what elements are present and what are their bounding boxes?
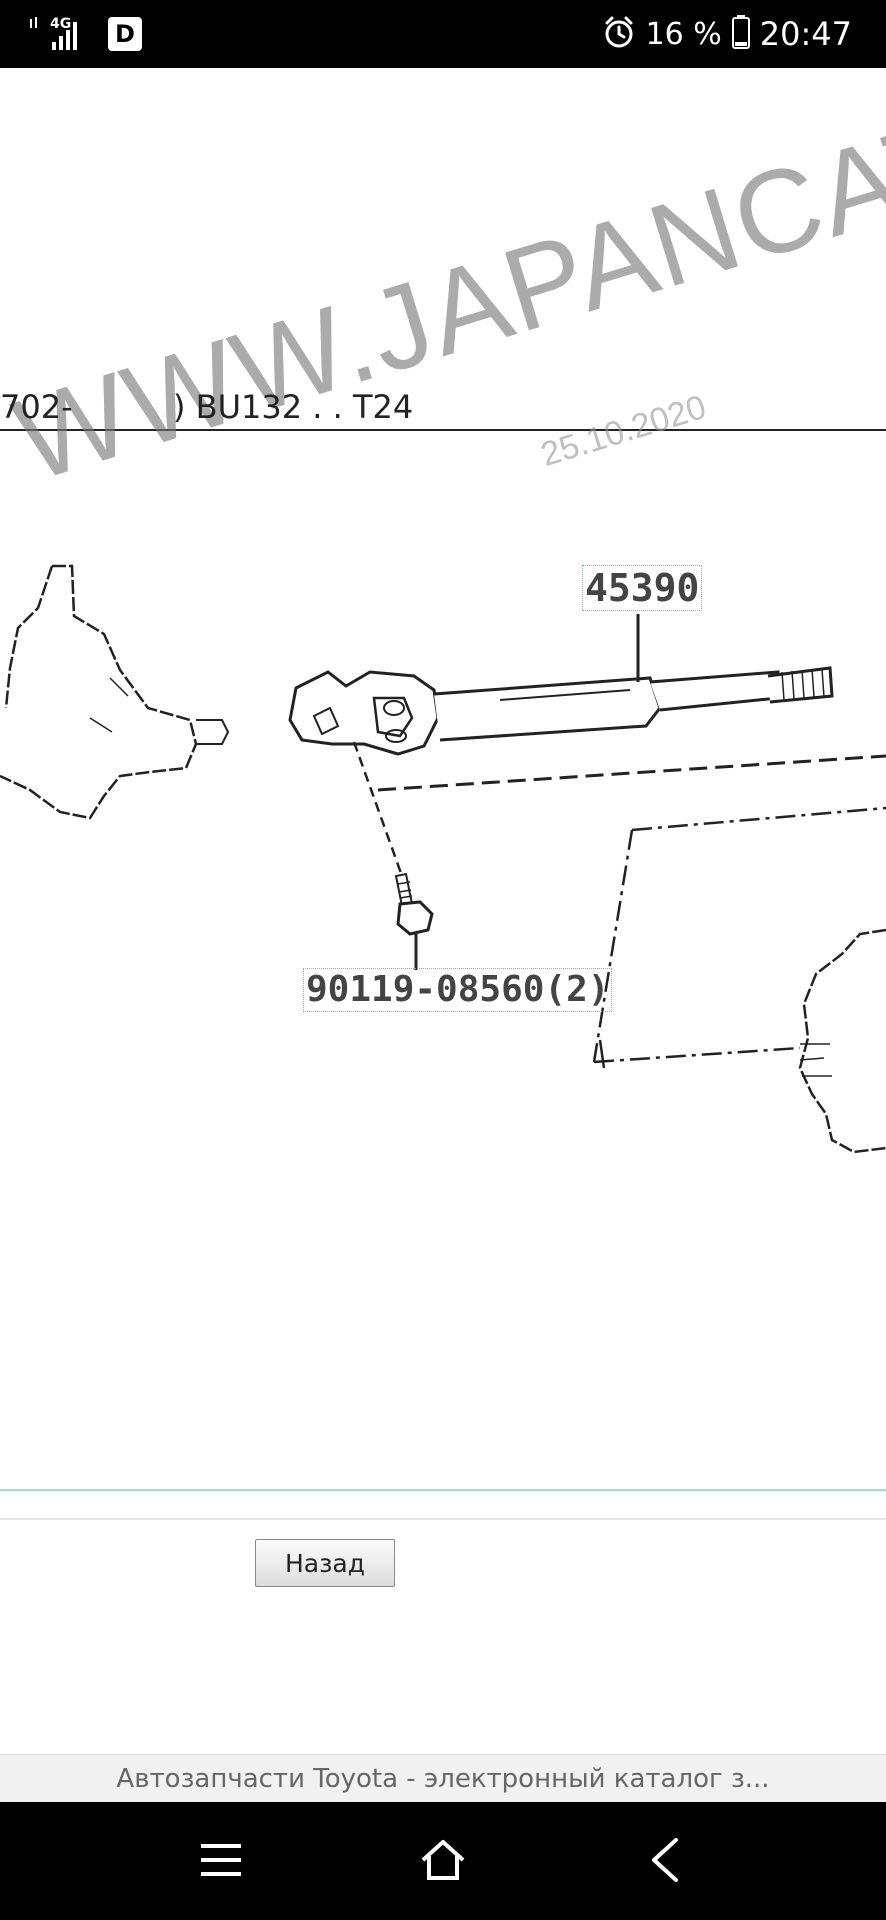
- back-arrow-icon: [646, 1836, 682, 1889]
- menu-icon: [199, 1840, 243, 1885]
- signal-icon: 4G: [30, 14, 88, 54]
- diagram-header: 702- ) BU132 . . T24: [0, 388, 413, 426]
- home-button[interactable]: [413, 1832, 473, 1892]
- page-title-bar[interactable]: Автозапчасти Toyota - электронный катало…: [0, 1754, 886, 1802]
- network-type: 4G: [50, 16, 72, 32]
- battery-percent: 16 %: [645, 16, 722, 52]
- part-callout-45390[interactable]: 45390: [582, 565, 703, 611]
- parts-diagram: WWW.JAPANCAT 25.10.2020 702- ) BU132 . .…: [0, 68, 886, 1468]
- header-code-left: 702-: [0, 388, 73, 426]
- divider-blue: [0, 1489, 886, 1491]
- divider-gray: [0, 1518, 886, 1520]
- battery-icon: [731, 14, 750, 54]
- nav-back-button[interactable]: [634, 1832, 694, 1892]
- page-title: Автозапчасти Toyota - электронный катало…: [116, 1763, 770, 1794]
- status-left: 4G D: [30, 12, 142, 56]
- navigation-bar: [0, 1802, 886, 1920]
- part-callout-bolt[interactable]: 90119-08560(2): [303, 968, 613, 1012]
- back-button[interactable]: Назад: [255, 1539, 395, 1587]
- status-right: 16 % 20:47: [602, 10, 852, 58]
- alarm-icon: [602, 15, 636, 54]
- clock: 20:47: [759, 15, 852, 53]
- diagram-drawing: [0, 429, 886, 1154]
- home-icon: [419, 1838, 467, 1887]
- sim-badge: D: [108, 17, 142, 51]
- menu-button[interactable]: [191, 1832, 251, 1892]
- status-bar: 4G D 16 % 20:47: [0, 0, 886, 68]
- header-code-right: ) BU132 . . T24: [172, 388, 414, 426]
